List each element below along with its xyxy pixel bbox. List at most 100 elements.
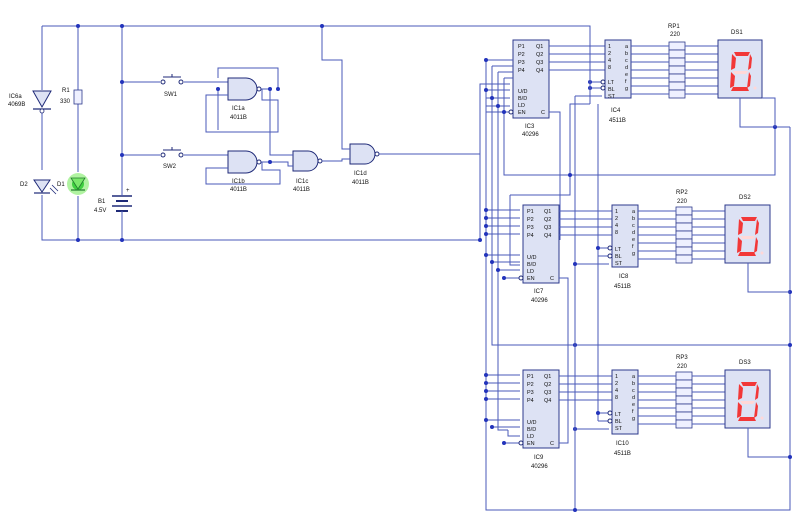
decoder-ic4-ref: IC4 — [611, 108, 621, 114]
counter-ic9-ref: IC9 — [534, 455, 544, 461]
pin-label: BL — [615, 254, 622, 260]
pin-label: ST — [615, 426, 623, 432]
rp2-ref: RP2 — [676, 190, 688, 196]
display-ds1: DS1 — [717, 30, 790, 129]
pin-label: B/D — [527, 427, 536, 433]
display-junctions — [484, 58, 776, 445]
pin-label: b — [632, 216, 635, 222]
switch-sw2-ref: SW2 — [163, 164, 177, 170]
gate-ic1d-ref: IC1d — [354, 171, 367, 177]
pin-label: Q3 — [544, 225, 551, 231]
pin-label: c — [632, 388, 635, 394]
pin-label: P1 — [527, 209, 534, 215]
pin-label: e — [632, 402, 635, 408]
display-ds2: DS2 — [724, 195, 790, 293]
pin-label: Q4 — [544, 398, 551, 404]
counter-ic7: P1 P2 P3 P4 Q1 Q2 Q3 Q4 U/D B/D LD EN C … — [486, 204, 612, 405]
pin-label: 2 — [608, 51, 611, 57]
pin-label: P1 — [527, 374, 534, 380]
counter-ic3-ref: IC3 — [525, 124, 535, 130]
ds3-ref: DS3 — [739, 360, 751, 366]
led-d2-ref: D2 — [20, 182, 28, 188]
pin-label: d — [625, 65, 628, 71]
pin-label: 1 — [608, 44, 611, 50]
gate-ic1d: IC1d 4011B — [349, 143, 380, 186]
gate-ic1d-part: 4011B — [352, 180, 369, 186]
pin-label: b — [632, 381, 635, 387]
pin-label: 4 — [608, 58, 611, 64]
pin-label: P4 — [518, 68, 525, 74]
pin-label: LT — [615, 247, 622, 253]
pin-label: P2 — [527, 217, 534, 223]
gate-ic1c-ref: IC1c — [296, 179, 308, 185]
decoder-ic8: 1 2 4 8 LT BL ST a b c d e f g IC8 4511B — [573, 104, 639, 290]
rp3-ref: RP3 — [676, 355, 688, 361]
pin-label: 8 — [615, 230, 618, 236]
pin-label: ST — [608, 94, 616, 100]
counter-ic9: P1 P2 P3 P4 Q1 Q2 Q3 Q4 U/D B/D LD EN C … — [486, 369, 612, 470]
pin-label: EN — [527, 276, 535, 282]
gate-ic1b-part: 4011B — [230, 187, 247, 193]
battery-ref: B1 — [98, 199, 106, 205]
decoder-ic4-part: 4511B — [609, 118, 626, 124]
gate-wiring — [205, 24, 510, 185]
pin-label: c — [625, 58, 628, 64]
pin-label: Q4 — [536, 68, 543, 74]
pin-label: U/D — [527, 420, 537, 426]
resistor-ref: R1 — [62, 88, 70, 94]
gate-ic1b-ref: IC1b — [232, 179, 245, 185]
pin-label: Q3 — [544, 390, 551, 396]
resistor-r1: R1 330 — [60, 88, 83, 105]
gate-ic1a: IC1a 4011B — [227, 77, 262, 121]
pin-label: C — [541, 110, 545, 116]
pin-label: Q2 — [536, 52, 543, 58]
pin-label: B/D — [527, 262, 536, 268]
battery-polarity: + — [126, 188, 130, 194]
pin-label: LD — [518, 103, 525, 109]
pin-label: BL — [608, 87, 615, 93]
switch-sw1-ref: SW1 — [164, 92, 178, 98]
diode-ref: IC6a — [9, 94, 22, 100]
pin-label: LD — [527, 269, 534, 275]
pin-label: b — [625, 51, 628, 57]
pin-label: LD — [527, 434, 534, 440]
resistor-pack-rp1: RP1 220 — [631, 24, 718, 99]
pin-label: Q1 — [544, 374, 551, 380]
pin-label: e — [632, 237, 635, 243]
gate-ic1c-part: 4011B — [293, 187, 310, 193]
ds1-ref: DS1 — [731, 30, 743, 36]
pin-label: C — [550, 441, 554, 447]
decoder-ic10: 1 2 4 8 LT BL ST a b c d e f g IC10 4511… — [573, 256, 639, 457]
led-d2: D2 — [20, 179, 59, 195]
resistor-pack-rp3: RP3 220 — [638, 355, 725, 429]
pin-label: g — [632, 251, 635, 257]
pin-label: U/D — [527, 255, 537, 261]
pin-label: LT — [615, 412, 622, 418]
pin-label: P2 — [518, 52, 525, 58]
pin-label: Q2 — [544, 382, 551, 388]
gate-ic1a-part: 4011B — [230, 115, 247, 121]
decoder-ic4: 1 2 4 8 LT BL ST a b c d e f g IC4 4511B — [574, 39, 632, 345]
pin-label: 8 — [608, 65, 611, 71]
pin-label: a — [632, 209, 636, 215]
counter-ic7-ref: IC7 — [534, 289, 544, 295]
decoder-ic8-ref: IC8 — [619, 274, 629, 280]
display-ds3: DS3 — [724, 360, 792, 459]
pin-label: a — [632, 374, 636, 380]
counter-ic7-part: 40296 — [531, 298, 548, 304]
diode-ic6a: IC6a 4069B — [8, 90, 52, 114]
gate-ic1b: IC1b 4011B — [227, 150, 262, 193]
pin-label: e — [625, 72, 628, 78]
pin-label: P3 — [527, 390, 534, 396]
pin-label: f — [632, 244, 634, 250]
power-section: IC6a 4069B R1 330 D2 D1 — [8, 24, 591, 242]
pin-label: P4 — [527, 398, 534, 404]
pin-label: P2 — [527, 382, 534, 388]
pin-label: g — [632, 416, 635, 422]
pin-label: Q3 — [536, 60, 543, 66]
bus-wiring — [478, 60, 792, 512]
switch-sw2[interactable]: SW2 — [120, 147, 228, 170]
battery-b1: + B1 4.5V — [94, 188, 132, 214]
switch-sw1[interactable]: SW1 — [120, 74, 228, 98]
pin-label: c — [632, 223, 635, 229]
